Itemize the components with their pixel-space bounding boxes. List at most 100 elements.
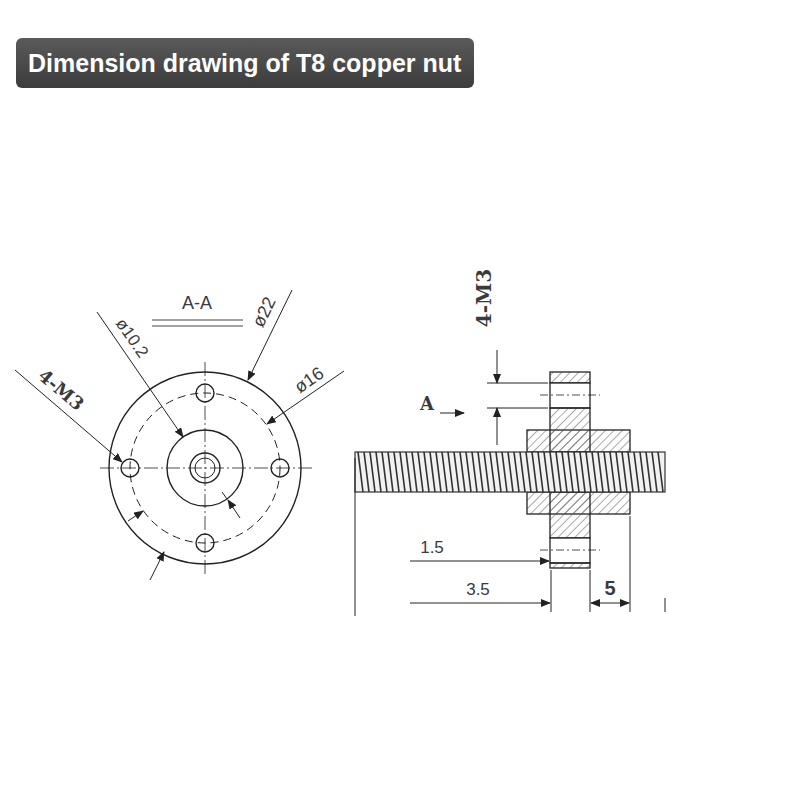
end-view [100,362,312,576]
lead-screw [355,452,665,492]
thread-line [652,452,657,492]
thread-line [532,452,537,492]
thread-line [658,452,663,492]
leader-line [163,552,164,554]
dimension-label: ø10.2 [111,313,154,363]
title-text: Dimension drawing of T8 copper nut [16,38,474,88]
thread-line [556,452,561,492]
extension-line [590,570,591,612]
extension-line [630,516,631,612]
thread-line [508,452,513,492]
dimension-label: ø16 [289,362,329,398]
leader-line [248,290,292,380]
nut-flange [550,372,590,383]
view-arrow [440,413,464,414]
thread-line [598,452,603,492]
thread-line [400,452,405,492]
thread-line [394,452,399,492]
center-line [100,468,312,469]
center-line [540,550,600,551]
thread-line [430,452,435,492]
thread-line [544,452,549,492]
thread-line [448,452,453,492]
thread-line [370,452,375,492]
leader-lines [15,290,344,580]
thread-line [358,452,363,492]
center-line [540,395,600,396]
thread-line [634,452,639,492]
thread-line [478,452,483,492]
thread-line [418,452,423,492]
thread-line [604,452,609,492]
thread-line [364,452,369,492]
flange-hole [550,538,590,563]
thread-line [514,452,519,492]
thread-line [382,452,387,492]
thread-line [628,452,633,492]
thread-line [472,452,477,492]
thread-line [526,452,531,492]
center-line [205,362,206,576]
leader-line [222,492,227,499]
thread-line [622,452,627,492]
dimension-line [497,350,498,383]
thread-line [550,452,555,492]
extension-line [487,408,548,409]
dimension-line [591,603,629,604]
thread-line [496,452,501,492]
dimension-label: 3.5 [464,580,492,599]
view-label: A [418,394,436,414]
thread-line [640,452,645,492]
nut-flange [550,563,590,568]
screw-body [355,452,665,492]
section-mark [152,320,243,326]
thread-line [424,452,429,492]
thread-line [538,452,543,492]
dimension-label: 5 [602,577,617,599]
thread-line [580,452,585,492]
dimension-line [410,561,549,562]
thread-line [466,452,471,492]
thread-line [520,452,525,492]
section-label: A-A [180,293,214,313]
thread-label: 4-M3 [473,267,495,329]
extension-line [665,598,666,612]
thread-line [586,452,591,492]
nut-flange [550,408,590,452]
thread-line [388,452,393,492]
thread-line [376,452,381,492]
leader-line [150,556,162,580]
title-band: Dimension drawing of T8 copper nut [16,38,474,88]
leader-line [97,312,183,437]
thread-line [454,452,459,492]
thread-line [502,452,507,492]
thread-line [610,452,615,492]
thread-line [646,452,651,492]
thread-line [484,452,489,492]
thread-line [490,452,495,492]
thread-line [406,452,411,492]
dimension-label: ø22 [247,292,280,332]
thread-line [568,452,573,492]
thread-line [442,452,447,492]
extension-line [355,458,356,616]
extension-line [551,570,552,612]
thread-line [412,452,417,492]
section-underline [152,319,243,320]
thread-label: 4-M3 [33,364,89,416]
dimension-line [497,408,498,445]
thread-line [616,452,621,492]
leader-line [128,511,143,521]
dimension-lines [355,350,665,616]
dimension-line [410,603,550,604]
section-underline [152,325,243,326]
leader-line [228,500,240,518]
nut-flange [550,492,590,538]
thread-line [592,452,597,492]
thread-line [436,452,441,492]
thread-line [460,452,465,492]
thread-line [562,452,567,492]
thread-line [574,452,579,492]
flange-hole [550,383,590,408]
